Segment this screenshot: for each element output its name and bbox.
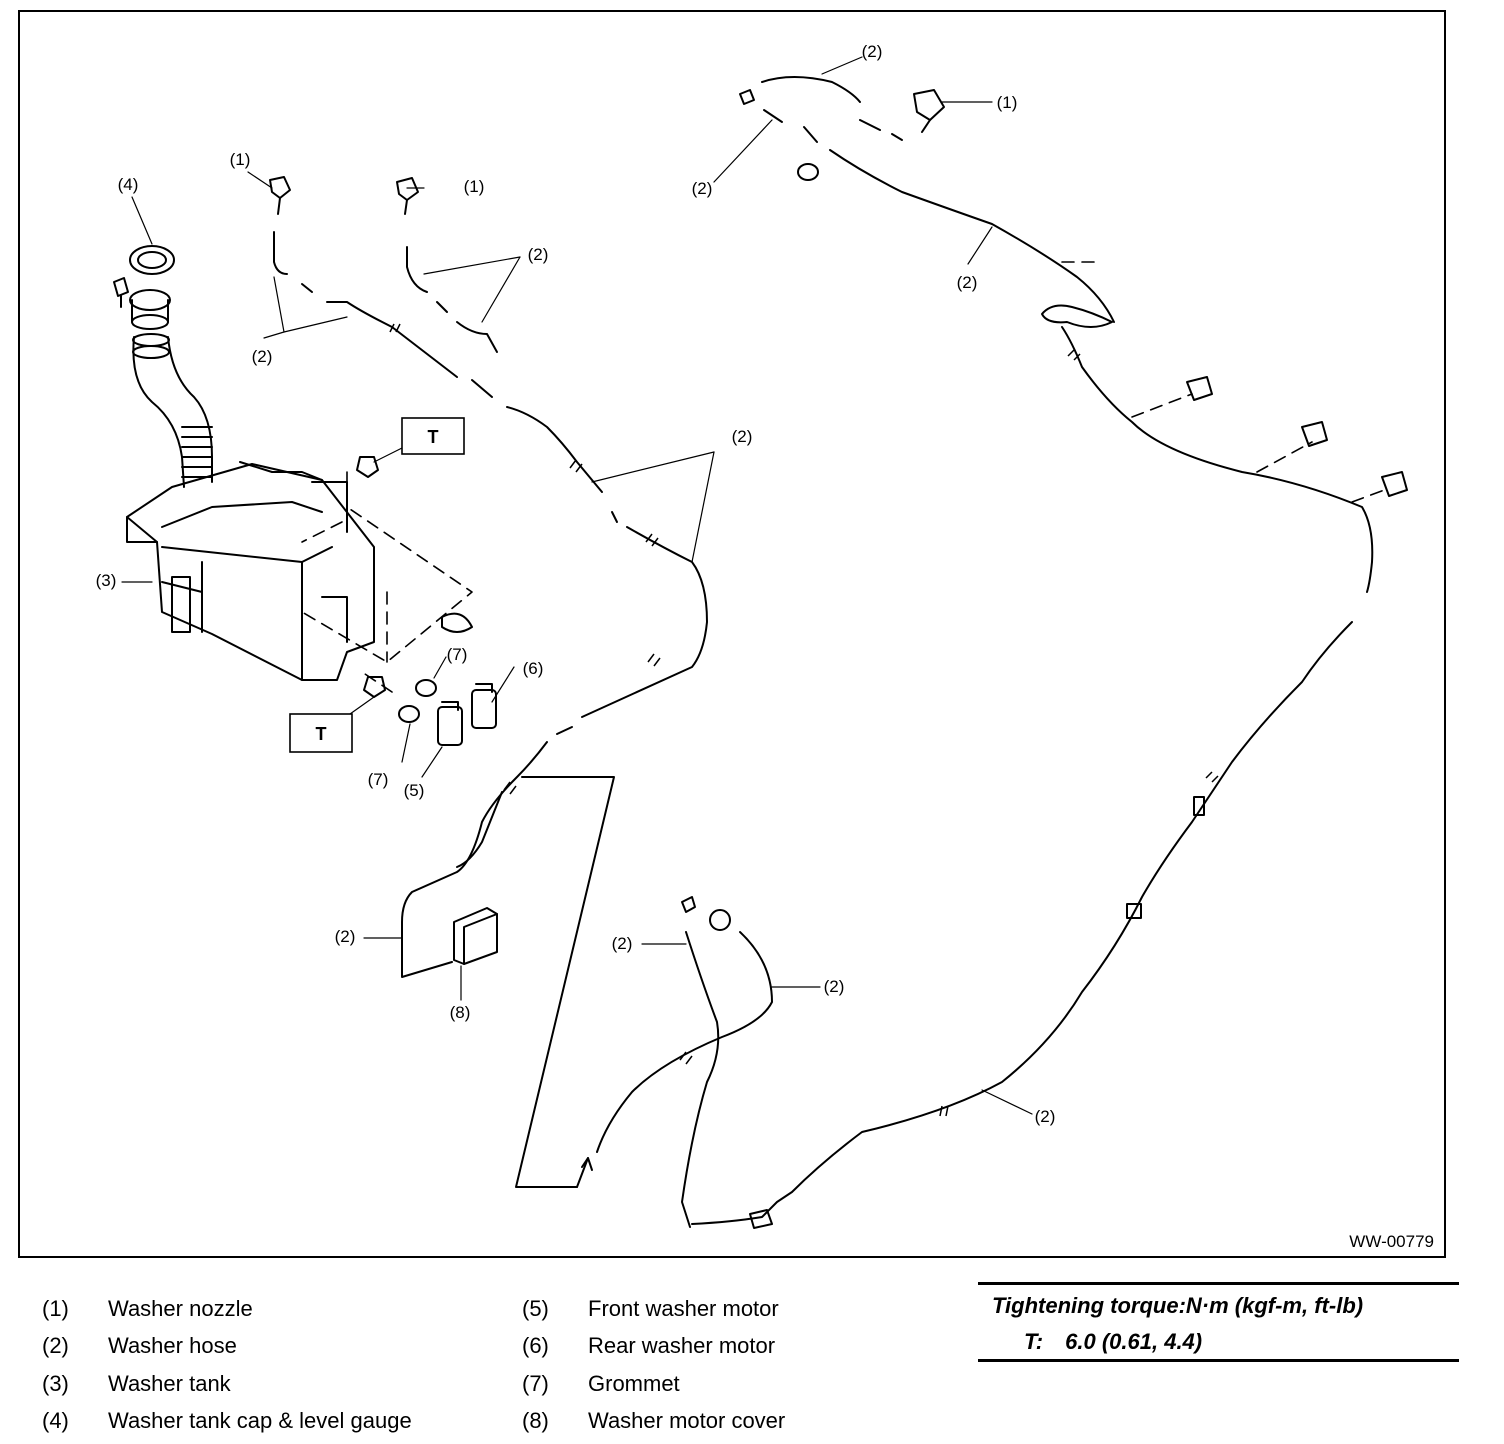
legend-item: (4) Washer tank cap & level gauge <box>42 1403 412 1441</box>
legend-label: Washer nozzle <box>108 1295 253 1321</box>
callout-grommet: (7) <box>368 770 389 789</box>
legend-number: (3) <box>42 1370 69 1396</box>
legend-number: (5) <box>522 1295 549 1321</box>
legend-label: Rear washer motor <box>588 1333 776 1359</box>
exploded-view-diagram: T T (2) (1) (2) (1) (4) (1) (2) (2) (2) … <box>96 42 1408 1229</box>
legend-item: (7) Grommet <box>522 1365 785 1403</box>
torque-title: Tightening torque:N·m (kgf-m, ft-lb) <box>992 1293 1364 1318</box>
legend-column-right: (5) Front washer motor (6) Rear washer mot… <box>522 1290 785 1440</box>
legend-label: Washer tank <box>108 1370 231 1396</box>
callout-tank: (3) <box>96 571 117 590</box>
diagram-frame: T T (2) (1) (2) (1) (4) (1) (2) (2) (2) … <box>18 10 1446 1258</box>
legend-item: (6) Rear washer motor <box>522 1328 785 1366</box>
torque-key: T: <box>1024 1329 1044 1354</box>
torque-box-upper: T <box>401 417 465 455</box>
legend-item: (8) Washer motor cover <box>522 1403 785 1441</box>
callout-hose: (2) <box>528 245 549 264</box>
callout-nozzle: (1) <box>464 177 485 196</box>
callout-grommet: (7) <box>447 645 468 664</box>
legend-label: Grommet <box>588 1370 680 1396</box>
callout-hose: (2) <box>612 934 633 953</box>
legend-label: Front washer motor <box>588 1295 779 1321</box>
callout-hose: (2) <box>335 927 356 946</box>
legend-label: Washer motor cover <box>588 1408 786 1434</box>
torque-box-lower: T <box>289 713 353 753</box>
legend-label: Washer hose <box>108 1333 237 1359</box>
callout-nozzle: (1) <box>997 93 1018 112</box>
washer-tank-drawing <box>126 333 375 681</box>
callout-hose: (2) <box>957 273 978 292</box>
callout-motor-cover: (8) <box>450 1003 471 1022</box>
callout-hose: (2) <box>824 977 845 996</box>
legend-number: (7) <box>522 1370 549 1396</box>
legend-item: (5) Front washer motor <box>522 1290 785 1328</box>
callout-hose: (2) <box>732 427 753 446</box>
legend-item: (3) Washer tank <box>42 1365 412 1403</box>
callout-hose: (2) <box>692 179 713 198</box>
callout-front-motor: (5) <box>404 781 425 800</box>
tank-cap-drawing <box>113 245 175 330</box>
torque-value-row: T: 6.0 (0.61, 4.4) <box>1024 1329 1202 1355</box>
legend-number: (1) <box>42 1295 69 1321</box>
legend-number: (6) <box>522 1333 549 1359</box>
legend-label: Washer tank cap & level gauge <box>108 1408 412 1434</box>
legend-number: (8) <box>522 1408 549 1434</box>
figure-id: WW-00779 <box>1349 1232 1434 1251</box>
torque-box-upper-label: T <box>428 427 439 447</box>
callout-hose: (2) <box>862 42 883 61</box>
tightening-torque-panel: Tightening torque:N·m (kgf-m, ft-lb) T: 6… <box>978 1282 1459 1362</box>
callout-hose: (2) <box>252 347 273 366</box>
legend-number: (2) <box>42 1333 69 1359</box>
legend-item: (1) Washer nozzle <box>42 1290 412 1328</box>
legend-item: (2) Washer hose <box>42 1328 412 1366</box>
callout-rear-motor: (6) <box>523 659 544 678</box>
callout-hose: (2) <box>1035 1107 1056 1126</box>
callout-cap: (4) <box>118 175 139 194</box>
torque-value: 6.0 (0.61, 4.4) <box>1065 1329 1203 1354</box>
legend-number: (4) <box>42 1408 69 1434</box>
callout-nozzle: (1) <box>230 150 251 169</box>
torque-box-lower-label: T <box>316 724 327 744</box>
legend-column-left: (1) Washer nozzle (2) Washer hose (3) Washe… <box>42 1290 412 1440</box>
